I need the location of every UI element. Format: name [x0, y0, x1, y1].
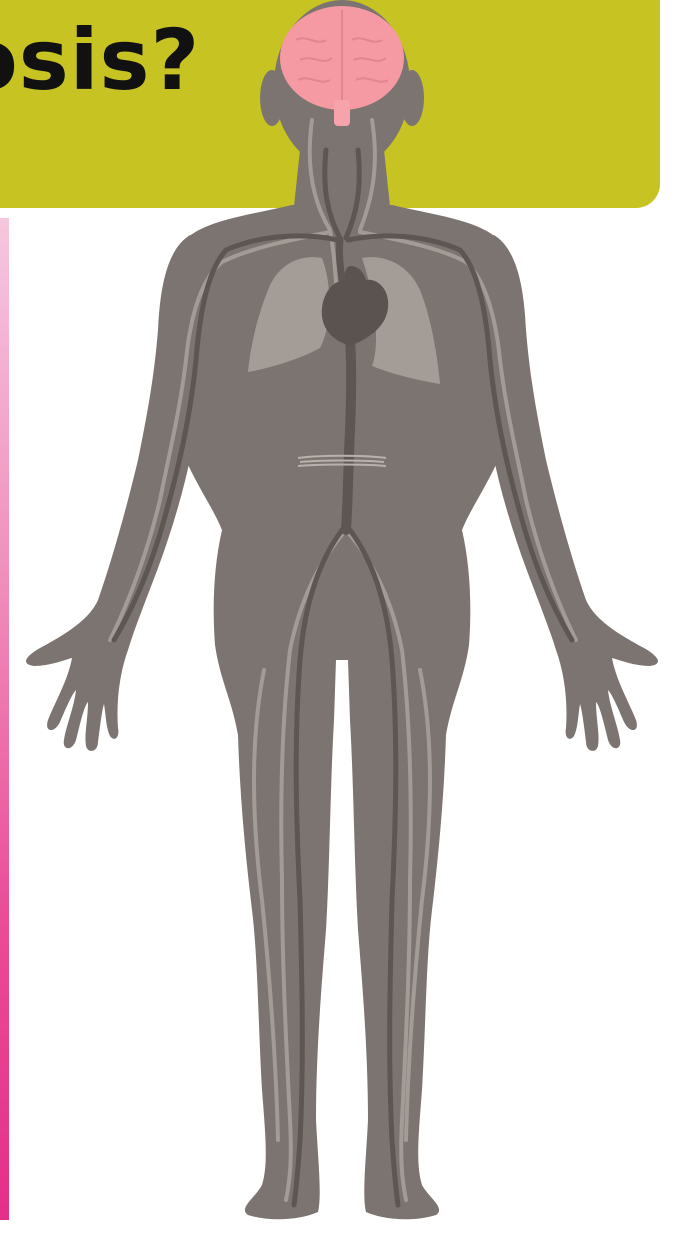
- left-ear-shape: [260, 70, 284, 126]
- brain-stem: [334, 100, 350, 126]
- right-ear-shape: [400, 70, 424, 126]
- left-arm-shape: [26, 235, 211, 751]
- torso-legs-shape: [169, 205, 516, 1219]
- right-arm-shape: [473, 235, 658, 751]
